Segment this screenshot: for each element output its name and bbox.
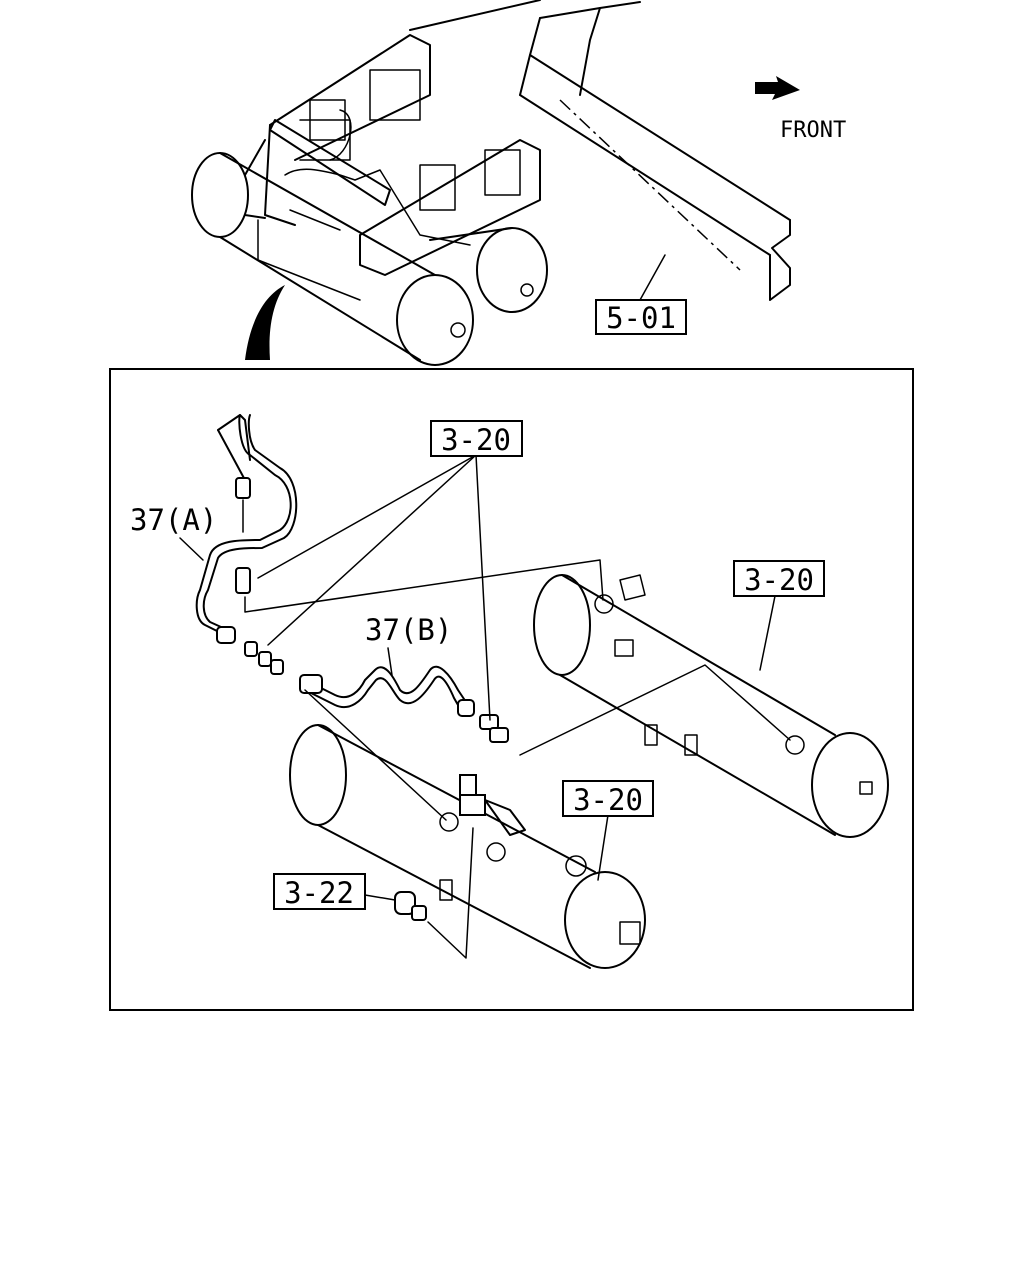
front-label: FRONT xyxy=(780,118,846,143)
overview-tank-right xyxy=(429,227,548,313)
leader-lines xyxy=(244,454,791,959)
overview-assembly xyxy=(191,0,791,366)
callout-3-20-lower-text: 3-20 xyxy=(573,783,643,817)
tank-bracket xyxy=(244,34,541,276)
callout-3-20-right-text: 3-20 xyxy=(744,563,814,597)
callout-3-20-lower: 3-20 xyxy=(562,780,654,817)
pipe-37a-label: 37(A) xyxy=(130,503,217,537)
joint-fittings xyxy=(244,641,509,743)
callout-3-20-right: 3-20 xyxy=(733,560,825,597)
detail-view-frame xyxy=(109,368,914,1011)
pipe-37b: 37(B) xyxy=(299,613,475,717)
air-tank-upper xyxy=(533,574,889,838)
chassis-frame-rail xyxy=(409,0,791,301)
front-indicator: FRONT xyxy=(755,76,846,143)
callout-5-01-text: 5-01 xyxy=(606,301,676,335)
callout-3-20-top-text: 3-20 xyxy=(441,423,511,457)
callout-5-01: 5-01 xyxy=(595,254,687,335)
overview-piping xyxy=(257,109,471,301)
air-tank-lower xyxy=(289,724,646,969)
detail-pointer xyxy=(245,285,285,360)
arrow-right-icon xyxy=(755,76,800,100)
drain-valve xyxy=(394,891,427,921)
pipe-37a: 37(A) xyxy=(130,414,298,644)
callout-3-22: 3-22 xyxy=(273,873,366,910)
callout-3-22-text: 3-22 xyxy=(284,876,354,910)
pipe-37b-label: 37(B) xyxy=(365,613,452,647)
callout-3-20-top: 3-20 xyxy=(430,420,523,457)
overview-tank-left xyxy=(191,152,474,366)
